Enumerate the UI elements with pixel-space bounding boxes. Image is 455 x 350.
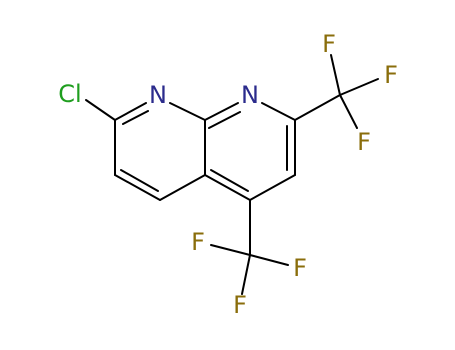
bond-c5-c6-inner bbox=[120, 169, 159, 192]
bond-c7-n8-inner bbox=[122, 110, 149, 125]
bond-cf3a-f2 bbox=[339, 78, 379, 96]
atom-labels: Cl N N F F F F F F bbox=[58, 30, 398, 319]
bond-c4-c4a bbox=[204, 174, 251, 201]
bond-cl-c7 bbox=[85, 99, 116, 121]
bond-cf3a-f3 bbox=[339, 94, 358, 129]
atom-f-top: F bbox=[322, 30, 336, 58]
bond-c7-n8 bbox=[114, 102, 147, 121]
bond-n8-c8a bbox=[169, 102, 206, 121]
atom-f-mid: F bbox=[357, 128, 371, 156]
bond-cf3b-f5 bbox=[249, 254, 289, 266]
atom-f-lower-right: F bbox=[293, 254, 307, 282]
bond-c8a-n1-inner bbox=[208, 111, 241, 129]
atom-f-right: F bbox=[384, 61, 398, 89]
bond-group bbox=[85, 54, 379, 295]
bond-c3-c4 bbox=[249, 174, 296, 201]
atom-f-left: F bbox=[191, 228, 205, 256]
bond-c8a-n1 bbox=[204, 102, 239, 121]
bond-c4a-c5 bbox=[159, 174, 206, 201]
atom-n8: N bbox=[149, 81, 167, 109]
atom-f-bottom: F bbox=[233, 291, 247, 319]
atom-n1: N bbox=[241, 81, 259, 109]
bond-cf3b-f4 bbox=[210, 244, 251, 256]
bond-cf3a-f1 bbox=[330, 54, 341, 96]
bond-cf3b-f6 bbox=[241, 254, 251, 295]
bond-c4-c4a-inner bbox=[210, 169, 249, 192]
bond-c5-c6 bbox=[114, 174, 161, 201]
atom-cl: Cl bbox=[58, 80, 81, 108]
bond-c2-cf3a bbox=[294, 94, 341, 121]
bond-n1-c2 bbox=[261, 102, 296, 121]
